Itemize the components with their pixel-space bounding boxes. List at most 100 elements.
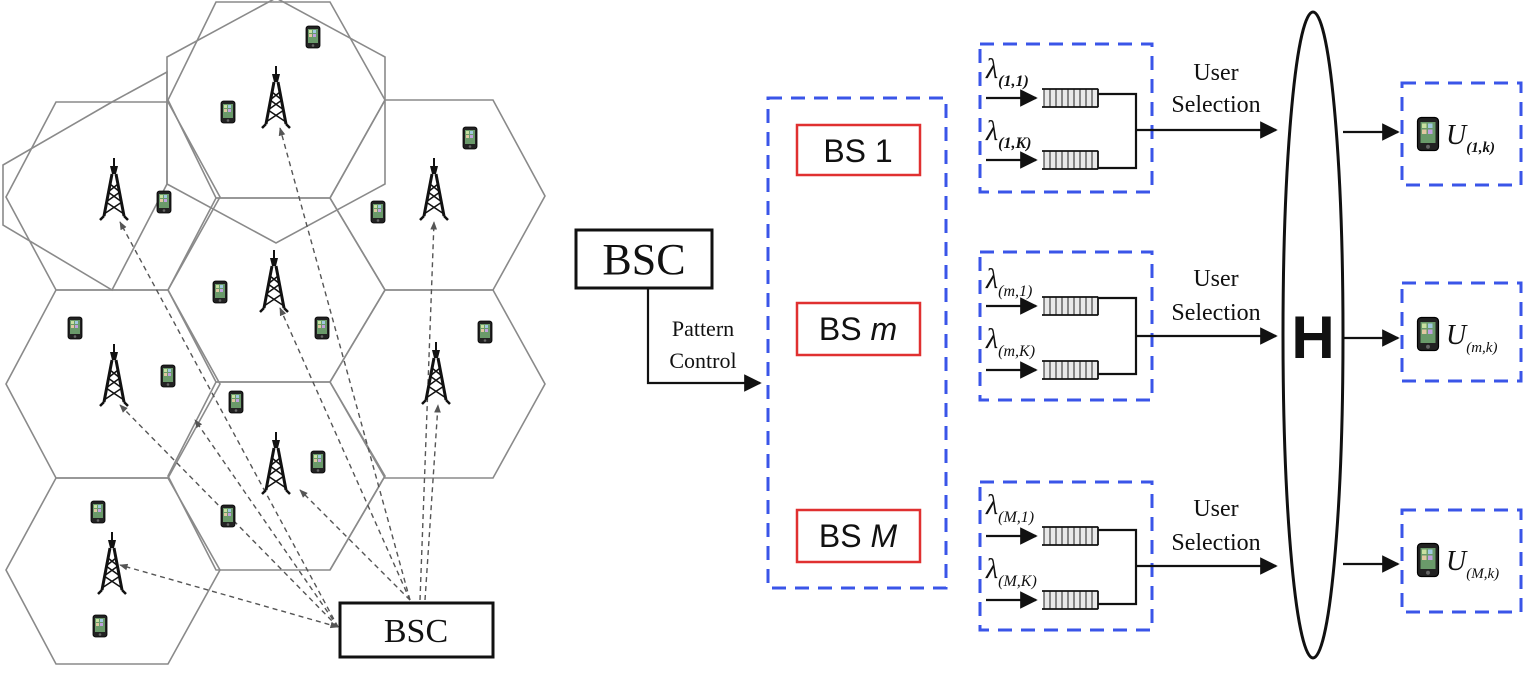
phone-icon — [220, 100, 236, 124]
phone-icon — [67, 316, 83, 340]
phone-icon — [305, 25, 321, 49]
towers — [96, 64, 452, 596]
tower-icon — [418, 156, 450, 222]
pattern-control-line1: Pattern — [672, 316, 734, 341]
user-box-M: U(M,k) — [1400, 508, 1523, 614]
cell-hex-grid — [5, 1, 546, 665]
arrival-rate-top-sub: (1,1) — [998, 73, 1029, 90]
arrival-rate-bottom-sub: (1,K) — [998, 135, 1031, 152]
tower-icon — [98, 342, 130, 408]
arrival-rate-bottom: λ — [985, 116, 998, 147]
arrival-rate-bottom: λ — [985, 324, 998, 355]
queue-icon — [1041, 360, 1099, 380]
user-label: U — [1446, 120, 1468, 151]
bs-1-suffix: 1 — [875, 133, 893, 169]
pattern-control: Pattern Control — [646, 288, 762, 392]
svg-text:BS m: BS m — [819, 311, 897, 347]
user-label-sub: (1,k) — [1466, 140, 1495, 156]
bs-m-suffix: m — [870, 311, 897, 347]
phone-icon — [1416, 316, 1440, 352]
tower-icon — [258, 248, 290, 314]
user-box-1: U(1,k) — [1400, 81, 1523, 187]
user-label-sub: (m,k) — [1466, 340, 1497, 356]
bs-box-M: BS M — [795, 508, 922, 564]
queue-icon — [1041, 296, 1099, 316]
left-bsc-box: BSC — [338, 601, 495, 659]
arrival-rate-top: λ — [985, 54, 998, 85]
bs-box-1: BS 1 — [795, 123, 922, 177]
tower-icon — [96, 530, 128, 596]
svg-text:BS M: BS M — [819, 518, 898, 554]
arrival-rate-top: λ — [985, 264, 998, 295]
channel-label: H — [1291, 304, 1334, 371]
queue-icon — [1041, 590, 1099, 610]
phone-icon — [160, 364, 176, 388]
arrival-rate-top-sub: (m,1) — [998, 283, 1032, 300]
phone-icon — [477, 320, 493, 344]
user-selection-M-line2: Selection — [1171, 530, 1260, 556]
svg-text:λ(m,1): λ(m,1) — [985, 264, 1032, 300]
phone-icon — [156, 190, 172, 214]
user-selection-1-line1: User — [1193, 60, 1238, 86]
phone-icon — [92, 614, 108, 638]
user-selection-1-line2: Selection — [1171, 92, 1260, 118]
user-selection-M-line1: User — [1193, 496, 1238, 522]
tower-icon — [260, 430, 292, 496]
svg-text:λ(M,1): λ(M,1) — [985, 490, 1034, 526]
arrival-rate-top: λ — [985, 490, 998, 521]
user-label: U — [1446, 320, 1468, 351]
right-bsc-box: BSC — [574, 228, 714, 290]
phone-icon — [90, 500, 106, 524]
queue-group-m: λ(m,1) λ(m,K) — [978, 250, 1154, 402]
phone-icon — [462, 126, 478, 150]
queue-group-1: λ(1,1) λ(1,K) — [978, 42, 1154, 194]
bs-m-prefix: BS — [819, 311, 862, 347]
cell-hexagon — [166, 0, 386, 244]
tower-icon — [260, 64, 292, 130]
queue-icon — [1041, 150, 1099, 170]
svg-text:λ(1,1): λ(1,1) — [985, 54, 1029, 90]
cell-grid — [2, 0, 386, 292]
phone-icon — [310, 450, 326, 474]
bsc-links — [119, 127, 441, 629]
right-bsc-label: BSC — [602, 235, 685, 284]
phone-icon — [314, 316, 330, 340]
user-selection-m-line1: User — [1193, 266, 1238, 292]
user-box-m: U(m,k) — [1400, 281, 1523, 383]
pattern-control-line2: Control — [669, 348, 736, 373]
svg-text:λ(M,K): λ(M,K) — [985, 554, 1037, 590]
queue-icon — [1041, 526, 1099, 546]
svg-text:U(m,k): U(m,k) — [1446, 320, 1497, 356]
svg-text:λ(m,K): λ(m,K) — [985, 324, 1035, 360]
cell-hexagon — [2, 70, 168, 292]
tower-icon — [98, 156, 130, 222]
svg-text:λ(1,K): λ(1,K) — [985, 116, 1031, 152]
arrival-rate-bottom: λ — [985, 554, 998, 585]
svg-text:U(1,k): U(1,k) — [1446, 120, 1495, 156]
queue-icon — [1041, 88, 1099, 108]
svg-text:BS 1: BS 1 — [823, 133, 892, 169]
bs-M-suffix: M — [870, 518, 897, 554]
user-label: U — [1446, 546, 1468, 577]
arrival-rate-bottom-sub: (M,K) — [998, 573, 1037, 590]
phone-icon — [1416, 542, 1440, 578]
phone-icon — [220, 504, 236, 528]
arrival-rate-bottom-sub: (m,K) — [998, 343, 1035, 360]
user-label-sub: (M,k) — [1466, 566, 1499, 582]
arrival-rate-top-sub: (M,1) — [998, 509, 1034, 526]
phone-icon — [370, 200, 386, 224]
bs-M-prefix: BS — [819, 518, 862, 554]
svg-text:U(M,k): U(M,k) — [1446, 546, 1499, 582]
phone-icon — [212, 280, 228, 304]
channel-matrix: H — [1281, 10, 1345, 660]
bs-1-prefix: BS — [823, 133, 866, 169]
bs-box-m: BS m — [795, 301, 922, 357]
phone-icon — [228, 390, 244, 414]
queue-group-M: λ(M,1) λ(M,K) — [978, 480, 1154, 632]
left-bsc-label: BSC — [384, 613, 448, 650]
bs-group-container — [766, 96, 948, 590]
user-selection-m-line2: Selection — [1171, 300, 1260, 326]
phone-icon — [1416, 116, 1440, 152]
tower-icon — [420, 340, 452, 406]
